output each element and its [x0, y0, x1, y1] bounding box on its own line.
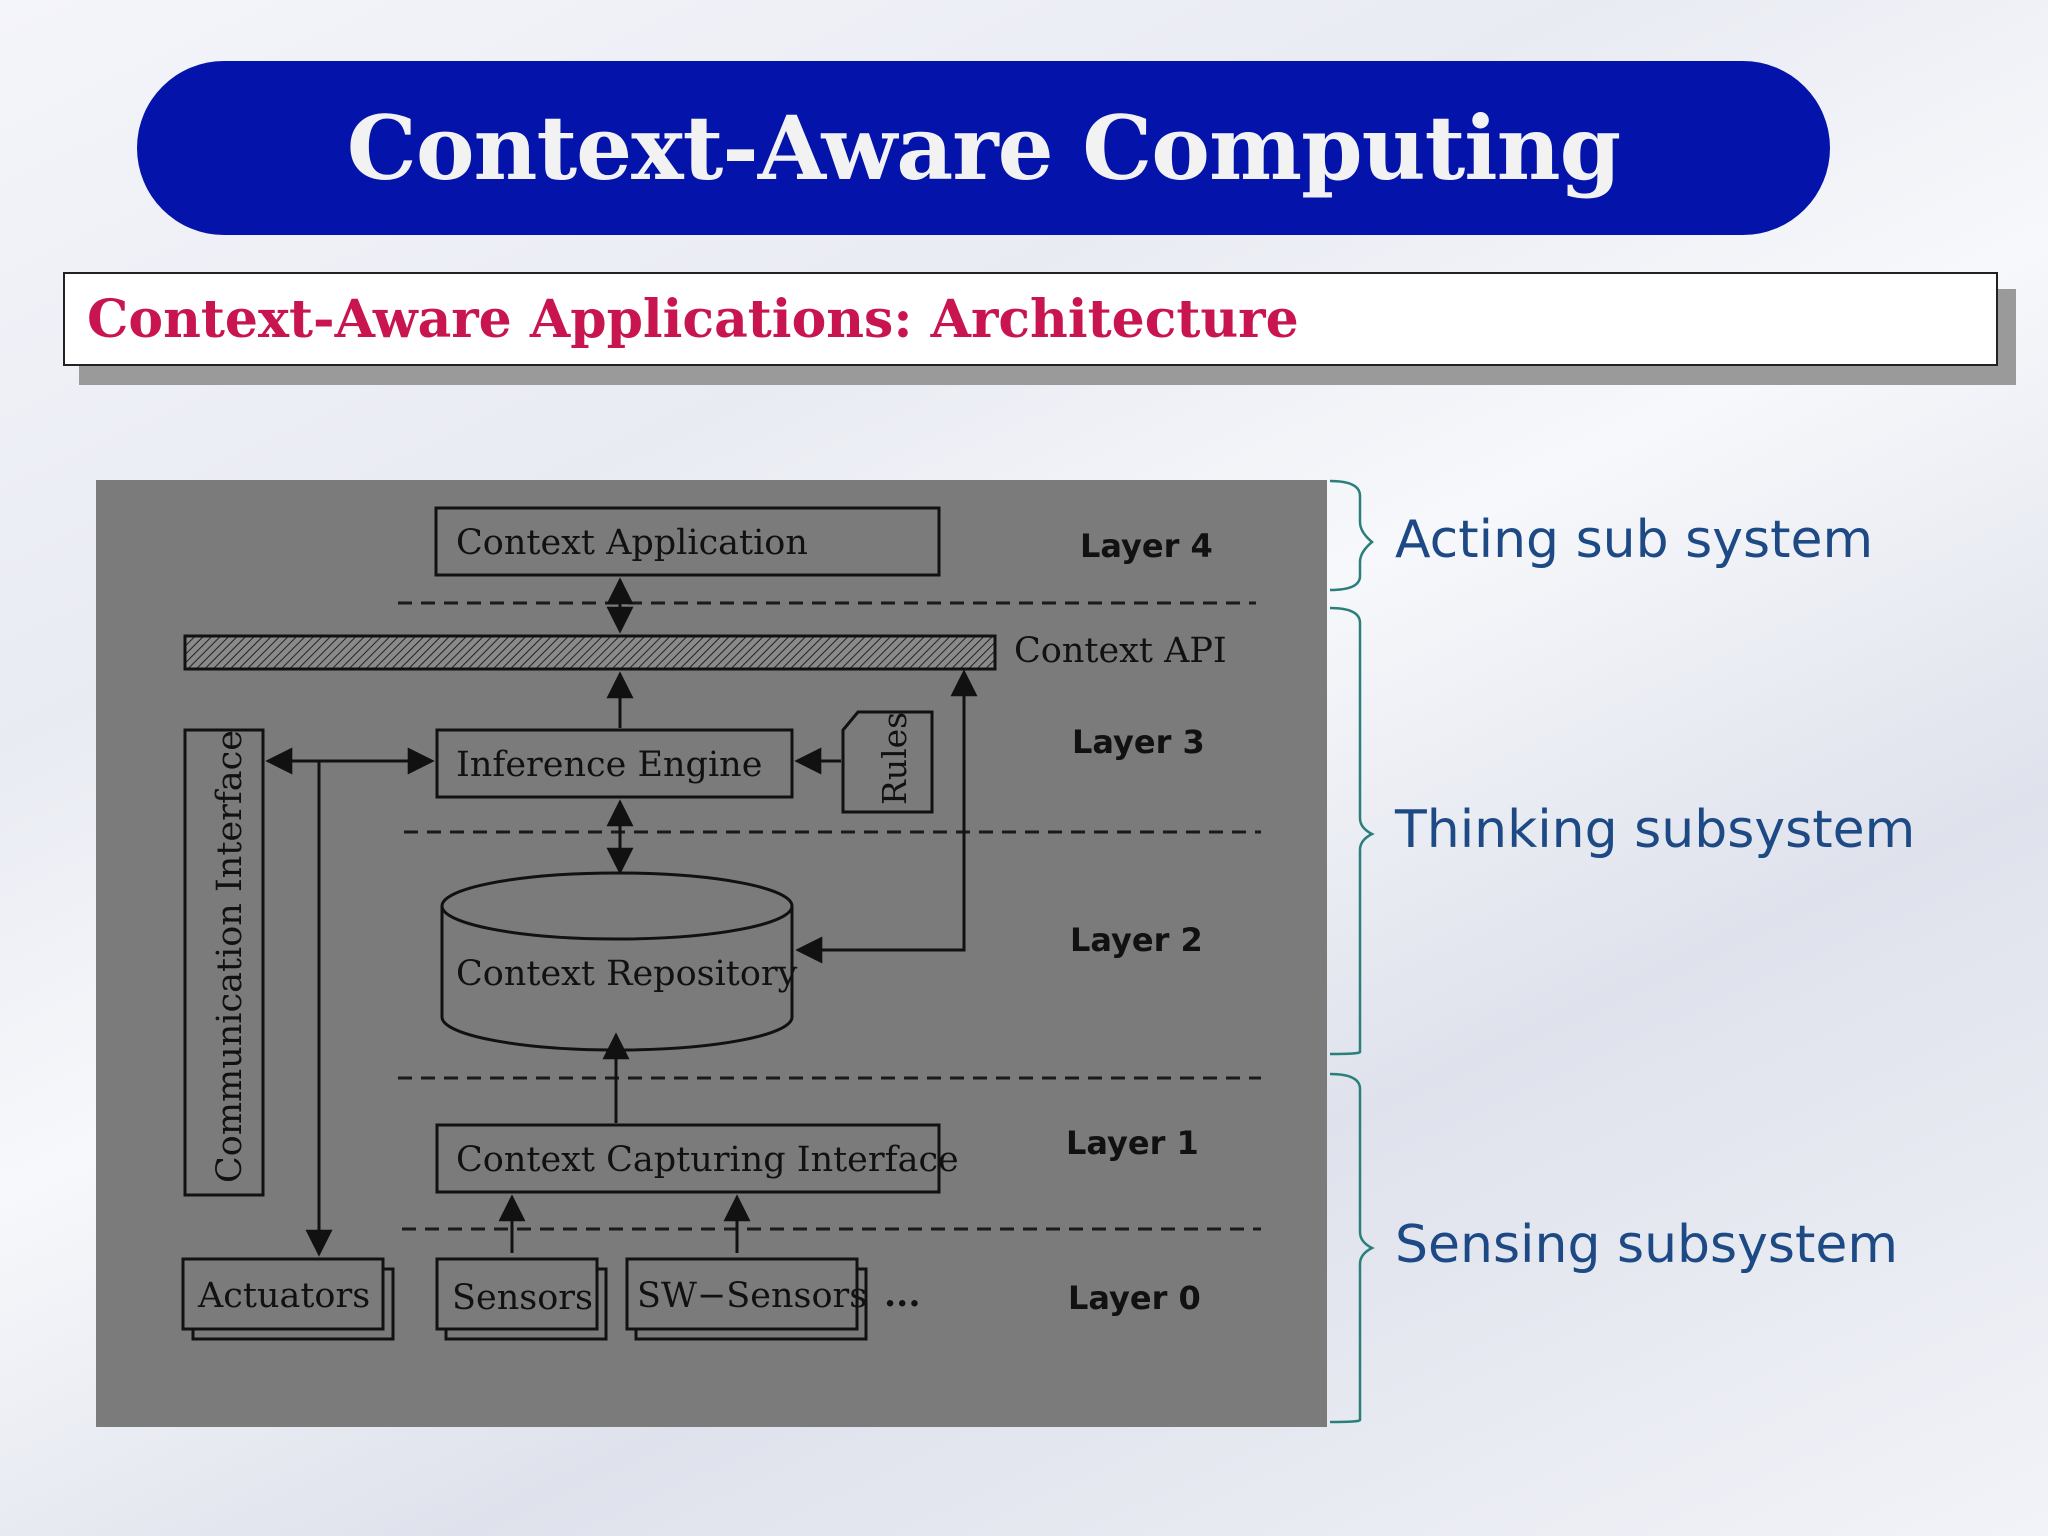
inference-engine-box — [435, 728, 794, 799]
layer-1-label: Layer 1 — [1066, 1124, 1199, 1162]
layer-4-label: Layer 4 — [1080, 527, 1213, 565]
context-capturing-interface-box — [435, 1123, 941, 1194]
thinking-subsystem-label: Thinking subsystem — [1395, 800, 1916, 860]
communication-interface-box — [183, 728, 265, 1197]
arrow-repository-api — [795, 669, 978, 964]
slide-title-banner: Context-Aware Computing — [137, 61, 1830, 235]
sensing-bracket — [1329, 1072, 1375, 1424]
subtitle-box: Context-Aware Applications: Architecture — [63, 272, 1998, 366]
actuators-label: Actuators — [197, 1276, 370, 1316]
sensors-label: Sensors — [452, 1278, 593, 1318]
subsystem-brackets — [1320, 470, 1390, 1430]
slide-title: Context-Aware Computing — [346, 96, 1621, 200]
context-application-label: Context Application — [456, 523, 808, 563]
context-repository-label: Context Repository — [456, 954, 798, 994]
context-capturing-interface-label: Context Capturing Interface — [456, 1140, 959, 1180]
more-sensors-ellipsis: ... — [884, 1274, 921, 1315]
context-application-box — [434, 506, 941, 577]
acting-bracket — [1329, 479, 1374, 592]
context-api-bar — [183, 634, 997, 671]
communication-interface-label: Communication Interface — [210, 730, 250, 1183]
actuators-box — [181, 1257, 395, 1341]
layer-0-label: Layer 0 — [1068, 1279, 1201, 1317]
layer-2-label: Layer 2 — [1070, 921, 1203, 959]
sensors-box — [435, 1257, 608, 1341]
context-api-label: Context API — [1014, 631, 1227, 671]
inference-engine-label: Inference Engine — [456, 745, 762, 785]
sw-sensors-box — [625, 1257, 868, 1341]
layer-dividers — [398, 601, 1261, 1231]
layer-3-label: Layer 3 — [1072, 723, 1205, 761]
sensing-subsystem-label: Sensing subsystem — [1395, 1215, 1899, 1275]
acting-subsystem-label: Acting sub system — [1395, 510, 1874, 570]
rules-label: Rules — [875, 712, 914, 805]
architecture-diagram: Context Application Context API Inferenc… — [96, 480, 1327, 1427]
thinking-bracket — [1329, 606, 1375, 1056]
slide-subtitle: Context-Aware Applications: Architecture — [87, 288, 1299, 350]
sw-sensors-label: SW−Sensors — [637, 1276, 867, 1316]
